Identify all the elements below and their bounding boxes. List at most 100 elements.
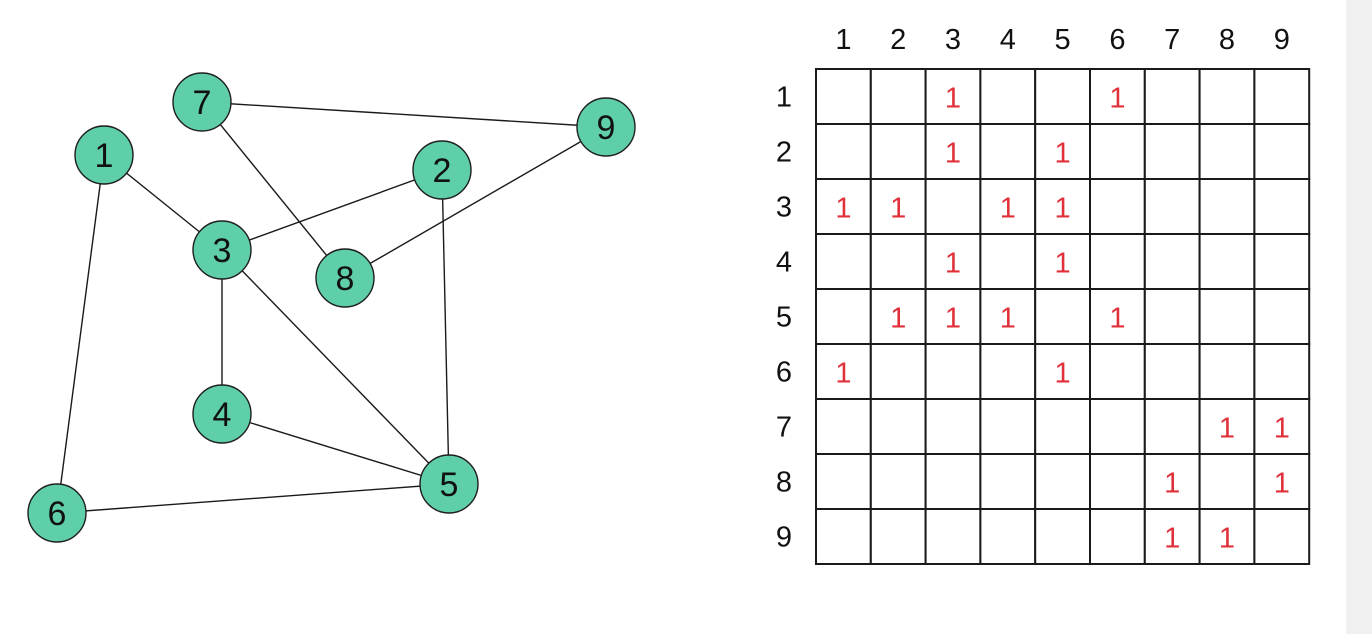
cell-box <box>924 398 982 455</box>
edge-7-9 <box>201 101 607 128</box>
matrix-cell-7-4 <box>979 398 1037 455</box>
matrix-cell-8-1 <box>815 453 872 510</box>
cell-box <box>869 123 927 180</box>
matrix-cell-7-5 <box>1034 398 1091 455</box>
cell-box <box>1034 288 1091 345</box>
cell-box <box>1143 233 1201 290</box>
node-2: 2 <box>412 140 472 200</box>
row-header-2: 2 <box>776 137 792 169</box>
matrix-cell-5-6: 1 <box>1089 288 1146 345</box>
cell-box <box>1089 123 1146 180</box>
matrix-cell-1-1 <box>815 68 872 125</box>
cell-box <box>1198 288 1256 345</box>
cell-box <box>869 233 927 290</box>
matrix-cell-8-2 <box>869 453 927 510</box>
cell-box <box>869 398 927 455</box>
node-circle <box>192 220 252 280</box>
matrix-cell-9-7: 1 <box>1143 508 1201 565</box>
cell-value: 1 <box>1000 303 1016 335</box>
cell-value: 1 <box>1055 138 1071 170</box>
node-3: 3 <box>192 220 252 280</box>
node-circle <box>576 97 636 157</box>
cell-box <box>979 123 1037 180</box>
matrix-cell-2-9 <box>1253 123 1311 180</box>
node-label: 5 <box>440 466 459 504</box>
cell-value: 1 <box>890 303 906 335</box>
cell-box <box>924 68 982 125</box>
column-header-4: 4 <box>1000 24 1016 56</box>
cell-value: 1 <box>1274 413 1290 445</box>
matrix-cell-5-3: 1 <box>924 288 982 345</box>
matrix-cell-4-6 <box>1089 233 1146 290</box>
node-7: 7 <box>172 72 232 132</box>
column-header-8: 8 <box>1219 24 1235 56</box>
matrix-cell-5-5 <box>1034 288 1091 345</box>
matrix-cell-4-8 <box>1198 233 1256 290</box>
node-4: 4 <box>192 384 252 444</box>
cell-box <box>1089 343 1146 400</box>
row-header-8: 8 <box>776 467 792 499</box>
cell-box <box>815 508 872 565</box>
node-label: 9 <box>597 109 616 147</box>
cell-box <box>869 343 927 400</box>
matrix-cell-6-4 <box>979 343 1037 400</box>
matrix-cell-4-1 <box>815 233 872 290</box>
matrix-cell-5-8 <box>1198 288 1256 345</box>
cell-box <box>924 343 982 400</box>
matrix-cell-3-7 <box>1143 178 1201 235</box>
column-header-9: 9 <box>1274 24 1290 56</box>
matrix-cell-9-4 <box>979 508 1037 565</box>
matrix-cell-2-5: 1 <box>1034 123 1091 180</box>
matrix-cell-6-2 <box>869 343 927 400</box>
cell-value: 1 <box>1055 358 1071 390</box>
graph-edges <box>56 101 607 514</box>
cell-box <box>1198 68 1256 125</box>
cell-box <box>1253 288 1311 345</box>
cell-box <box>1253 343 1311 400</box>
edge-3-5 <box>221 249 450 485</box>
row-header-9: 9 <box>776 522 792 554</box>
edge-8-9 <box>344 126 607 279</box>
node-circle <box>192 384 252 444</box>
edge-1-6 <box>56 154 105 514</box>
column-header-7: 7 <box>1164 24 1180 56</box>
row-header-3: 3 <box>776 192 792 224</box>
matrix-cell-2-1 <box>815 123 872 180</box>
column-header-2: 2 <box>890 24 906 56</box>
matrix-cell-7-8: 1 <box>1198 398 1256 455</box>
matrix-cell-7-9: 1 <box>1253 398 1311 455</box>
matrix-cell-3-9 <box>1253 178 1311 235</box>
matrix-cell-1-6: 1 <box>1089 68 1146 125</box>
matrix-cell-1-4 <box>979 68 1037 125</box>
matrix-cell-1-2 <box>869 68 927 125</box>
cell-box <box>1034 68 1091 125</box>
cell-box <box>1089 178 1146 235</box>
matrix-cell-1-7 <box>1143 68 1201 125</box>
column-header-1: 1 <box>835 24 851 56</box>
matrix-cell-3-2: 1 <box>869 178 927 235</box>
column-header-5: 5 <box>1055 24 1071 56</box>
matrix-cell-1-3: 1 <box>924 68 982 125</box>
cell-box <box>815 68 872 125</box>
matrix-cell-1-9 <box>1253 68 1311 125</box>
matrix-cell-1-8 <box>1198 68 1256 125</box>
cell-box <box>1198 398 1256 455</box>
cell-box <box>1034 508 1091 565</box>
cell-value: 1 <box>1055 193 1071 225</box>
matrix-cell-4-4 <box>979 233 1037 290</box>
cell-value: 1 <box>1219 523 1235 555</box>
edge-7-8 <box>201 101 346 279</box>
cell-value: 1 <box>945 83 961 115</box>
cell-box <box>1143 343 1201 400</box>
matrix-cell-5-4: 1 <box>979 288 1037 345</box>
node-8: 8 <box>315 248 375 308</box>
node-label: 1 <box>95 137 114 175</box>
matrix-cell-9-1 <box>815 508 872 565</box>
cell-box <box>1253 398 1311 455</box>
cell-value: 1 <box>1164 468 1180 500</box>
matrix-cell-8-4 <box>979 453 1037 510</box>
cell-box <box>1089 233 1146 290</box>
matrix-cell-9-3 <box>924 508 982 565</box>
